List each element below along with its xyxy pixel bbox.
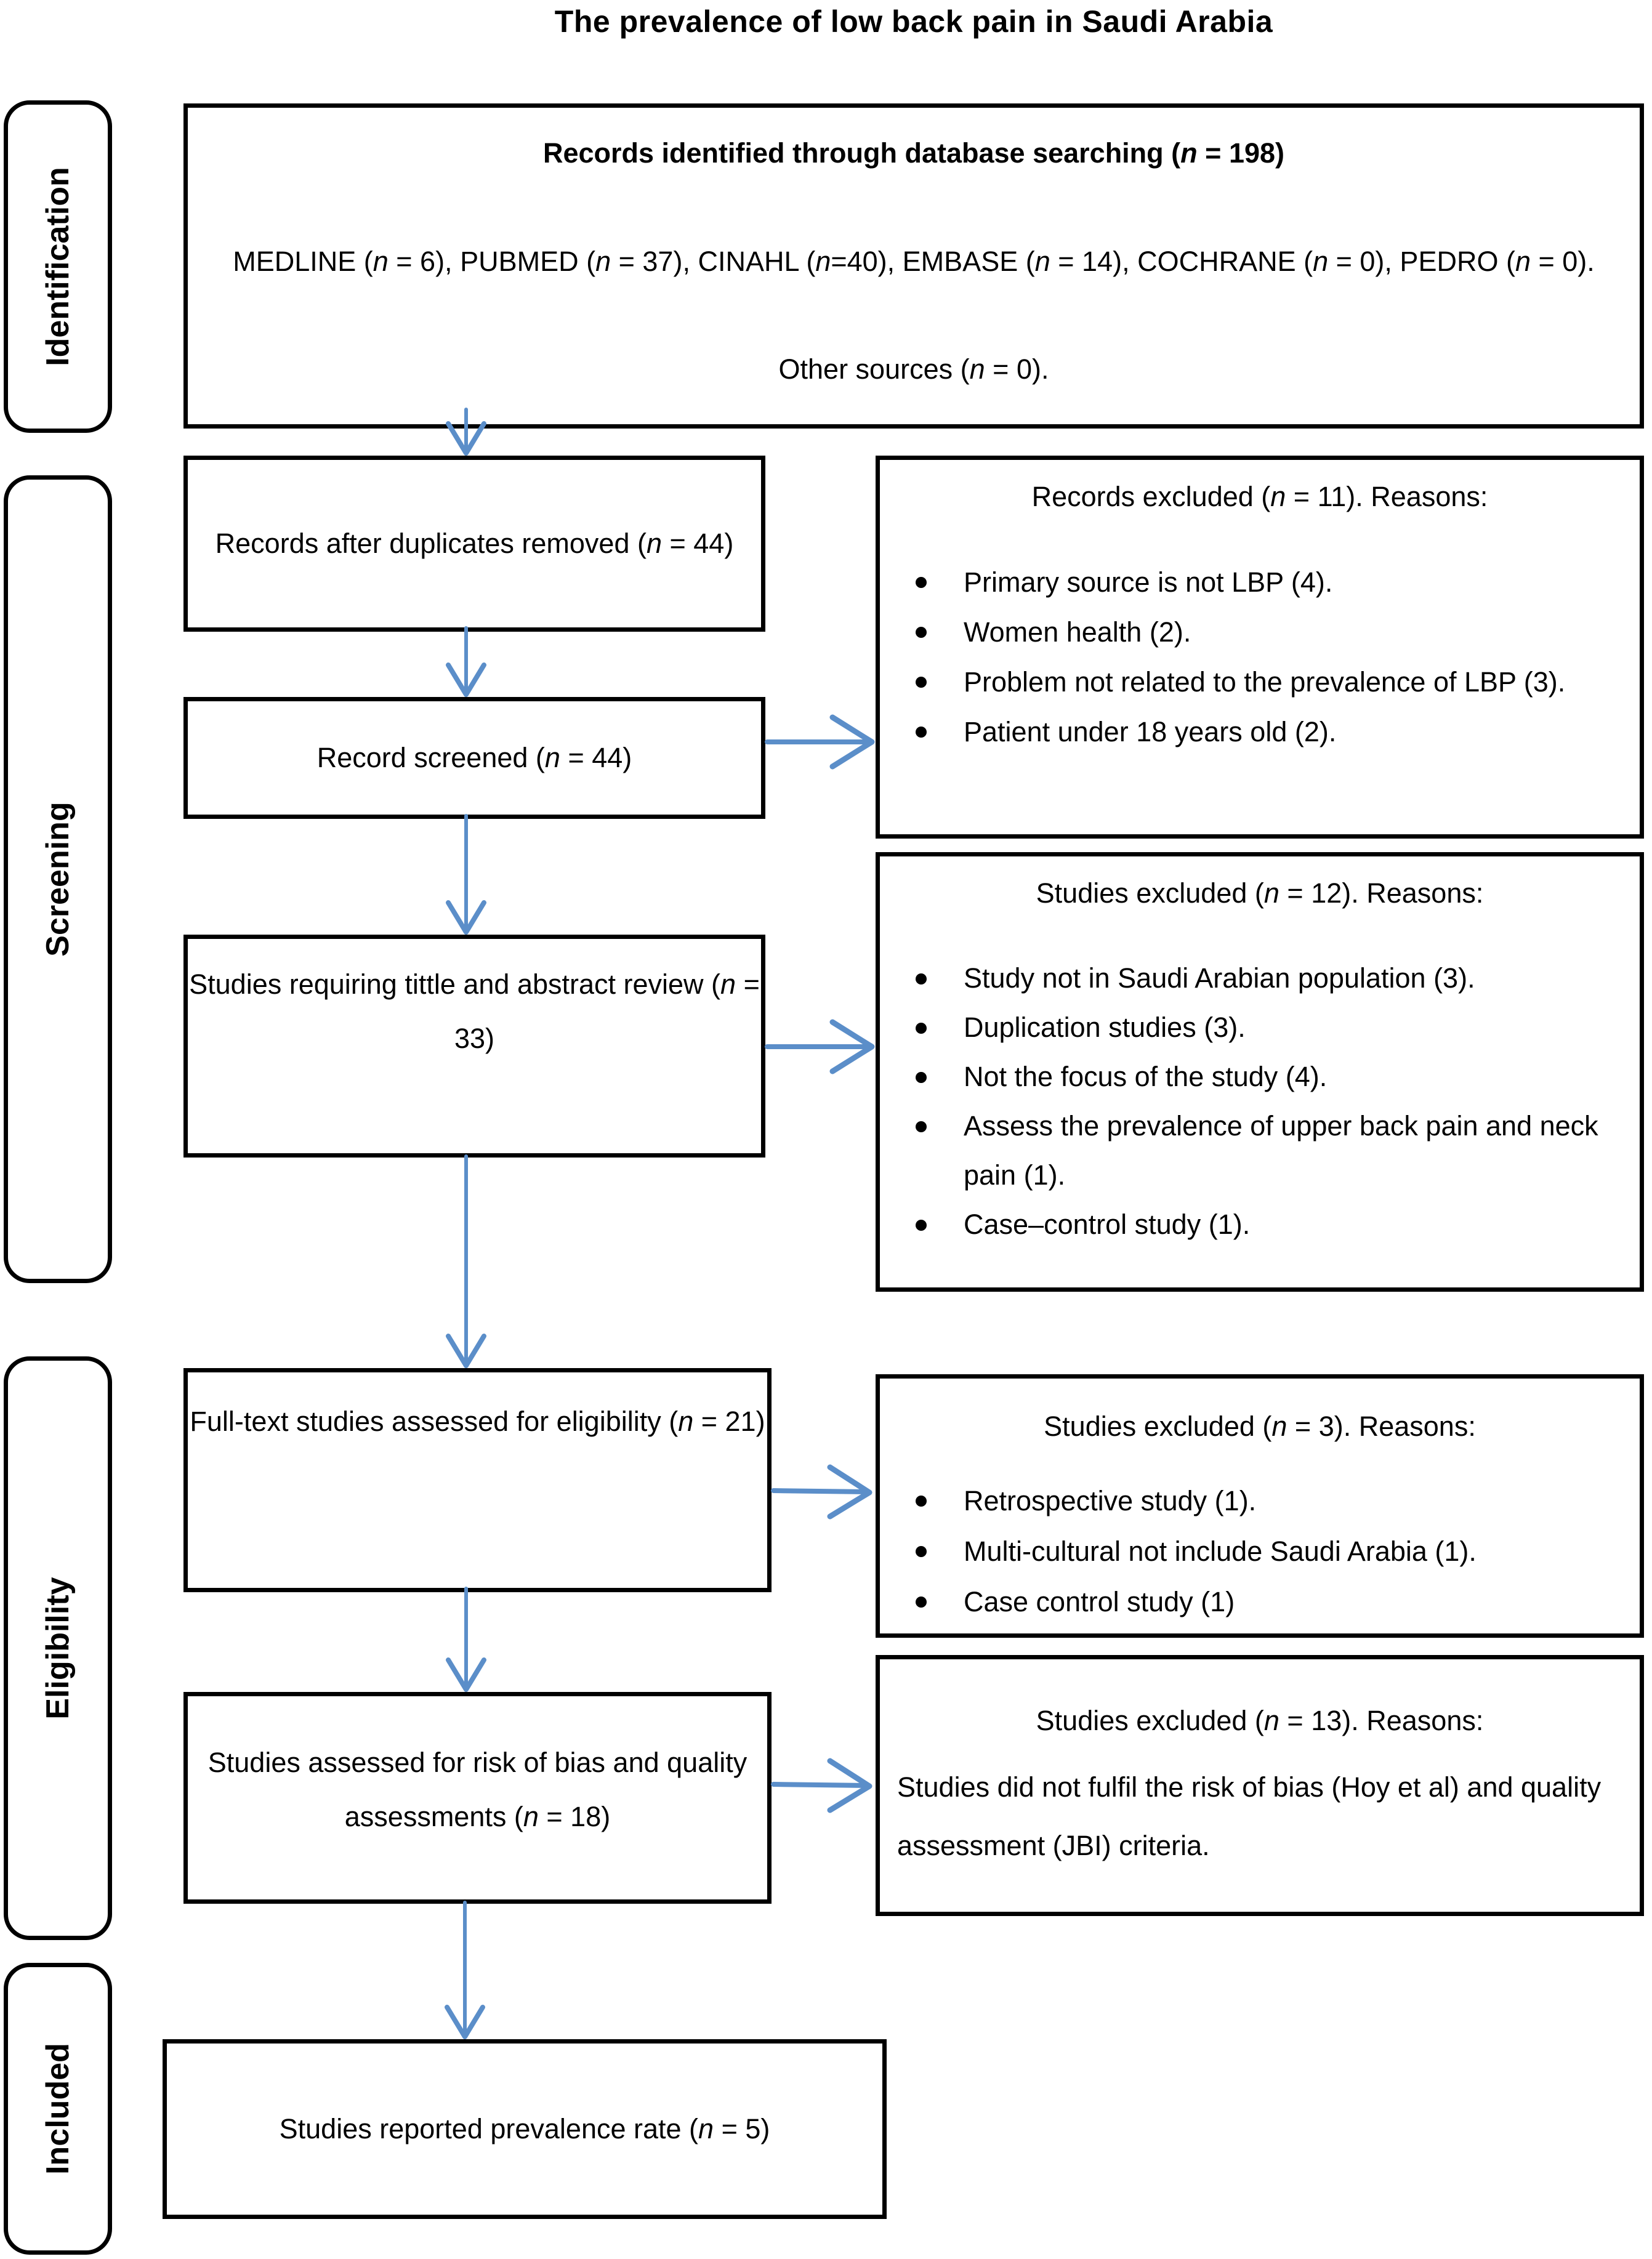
bullet-icon — [916, 1496, 927, 1507]
box-studies-excluded-12: Studies excluded (n = 12). Reasons: Stud… — [876, 852, 1644, 1292]
records-excluded-title: Records excluded (n = 11). Reasons: — [1031, 481, 1488, 512]
stage-screening-label: Screening — [40, 802, 76, 957]
arrow-right-bias-to-excluded — [771, 1758, 872, 1813]
arrow-right-titleabs-to-excluded — [765, 1019, 875, 1074]
studies-excluded-13-title: Studies excluded (n = 13). Reasons: — [1036, 1705, 1484, 1736]
list-item: Problem not related to the prevalence of… — [897, 657, 1622, 707]
list-item: Case–control study (1). — [897, 1200, 1622, 1249]
stage-identification: Identification — [4, 100, 112, 433]
box-studies-excluded-13: Studies excluded (n = 13). Reasons: Stud… — [876, 1655, 1644, 1916]
studies-excluded-3-list: Retrospective study (1). Multi-cultural … — [897, 1476, 1622, 1627]
stage-screening: Screening — [4, 475, 112, 1283]
list-item: Women health (2). — [897, 607, 1622, 657]
arrow-right-fulltext-to-excluded — [771, 1464, 872, 1520]
list-item: Case control study (1) — [897, 1577, 1622, 1627]
stage-included: Included — [4, 1963, 112, 2255]
studies-excluded-12-title: Studies excluded (n = 12). Reasons: — [1036, 877, 1484, 909]
page-title: The prevalence of low back pain in Saudi… — [554, 4, 1273, 39]
bullet-icon — [916, 727, 927, 738]
prevalence-reported-text: Studies reported prevalence rate (n = 5) — [279, 2113, 770, 2144]
box-fulltext-assessed: Full-text studies assessed for eligibili… — [183, 1368, 772, 1592]
box-risk-of-bias: Studies assessed for risk of bias and qu… — [183, 1692, 772, 1904]
bullet-icon — [916, 1023, 927, 1034]
stage-identification-label: Identification — [40, 167, 76, 366]
fulltext-assessed-text: Full-text studies assessed for eligibili… — [190, 1406, 765, 1437]
stage-eligibility: Eligibility — [4, 1356, 112, 1940]
list-item: Not the focus of the study (4). — [897, 1052, 1622, 1101]
box-duplicates-removed: Records after duplicates removed (n = 44… — [183, 456, 765, 632]
bullet-icon — [916, 577, 927, 588]
arrow-down-bias-to-included — [445, 1901, 485, 2039]
records-identified-databases: MEDLINE (n = 6), PUBMED (n = 37), CINAHL… — [233, 245, 1595, 277]
box-records-excluded: Records excluded (n = 11). Reasons: Prim… — [876, 456, 1644, 839]
studies-excluded-13-body: Studies did not fulfil the risk of bias … — [897, 1771, 1602, 1861]
bullet-icon — [916, 677, 927, 688]
bullet-icon — [916, 1597, 927, 1608]
records-identified-other-sources: Other sources (n = 0). — [778, 353, 1049, 385]
list-item: Retrospective study (1). — [897, 1476, 1622, 1526]
list-item: Primary source is not LBP (4). — [897, 557, 1622, 607]
arrow-down-duplicates-to-screened — [446, 626, 486, 697]
bullet-icon — [916, 1072, 927, 1083]
arrow-down-titleabs-to-fulltext — [446, 1154, 486, 1368]
duplicates-removed-text: Records after duplicates removed (n = 44… — [215, 528, 734, 559]
studies-excluded-12-list: Study not in Saudi Arabian population (3… — [897, 954, 1622, 1249]
bullet-icon — [916, 1220, 927, 1231]
box-studies-excluded-3: Studies excluded (n = 3). Reasons: Retro… — [876, 1374, 1644, 1638]
box-title-abstract-review: Studies requiring tittle and abstract re… — [183, 935, 765, 1158]
risk-of-bias-text: Studies assessed for risk of bias and qu… — [208, 1747, 747, 1832]
list-item: Duplication studies (3). — [897, 1003, 1622, 1052]
list-item: Assess the prevalence of upper back pain… — [897, 1101, 1622, 1200]
list-item: Patient under 18 years old (2). — [897, 707, 1622, 757]
records-excluded-list: Primary source is not LBP (4). Women hea… — [897, 557, 1622, 757]
studies-excluded-3-title: Studies excluded (n = 3). Reasons: — [1044, 1411, 1476, 1442]
list-item: Multi-cultural not include Saudi Arabia … — [897, 1526, 1622, 1577]
bullet-icon — [916, 1121, 927, 1132]
bullet-icon — [916, 973, 927, 985]
bullet-icon — [916, 1546, 927, 1557]
records-identified-title: Records identified through database sear… — [542, 137, 1285, 169]
arrow-down-fulltext-to-bias — [446, 1587, 486, 1692]
arrow-right-screened-to-excluded — [765, 714, 875, 770]
box-prevalence-reported: Studies reported prevalence rate (n = 5) — [163, 2039, 887, 2219]
stage-included-label: Included — [40, 2043, 76, 2175]
records-screened-text: Record screened (n = 44) — [316, 742, 632, 773]
list-item: Study not in Saudi Arabian population (3… — [897, 954, 1622, 1003]
stage-eligibility-label: Eligibility — [40, 1577, 76, 1720]
arrow-down-screened-to-titleabs — [446, 814, 486, 935]
box-records-screened: Record screened (n = 44) — [183, 697, 765, 819]
title-abstract-review-text: Studies requiring tittle and abstract re… — [189, 968, 760, 1054]
bullet-icon — [916, 627, 927, 638]
box-records-identified: Records identified through database sear… — [183, 103, 1644, 429]
